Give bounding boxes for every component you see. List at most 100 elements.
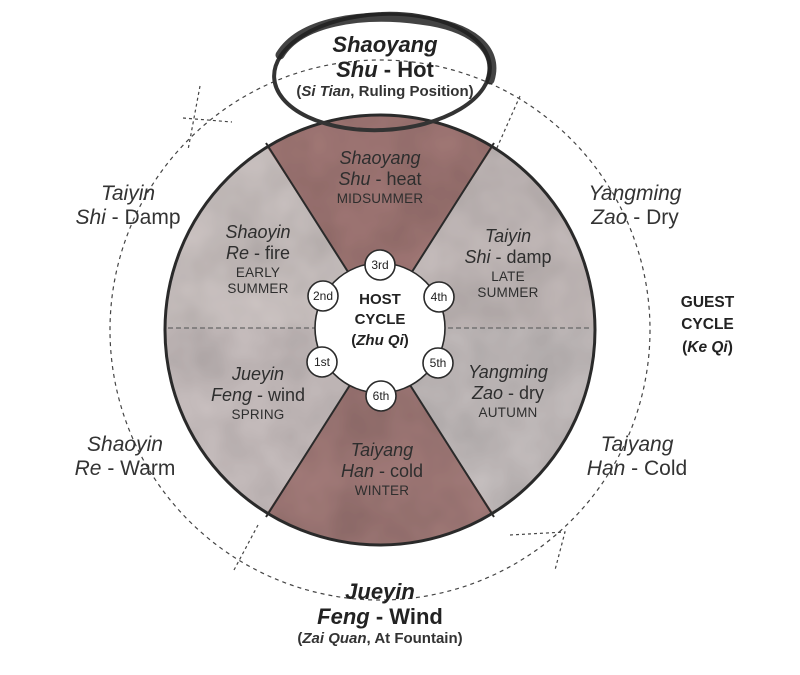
host-cycle-line1: HOST — [359, 291, 401, 308]
seg-ur-season-l1: LATE — [491, 269, 525, 285]
seg-lr-season: AUTUMN — [478, 405, 538, 421]
outer-bottom-qi: Feng — [317, 603, 370, 629]
outer-ur-qi: Zao — [591, 205, 628, 229]
seg-lr-name: Yangming — [468, 362, 548, 382]
ordinal-badge-2nd: 2nd — [308, 281, 338, 311]
divider-bottom-right — [409, 384, 495, 518]
outer-bottom-sub-italic: Zai Quan — [302, 630, 367, 648]
seg-ul-qi: Re — [225, 242, 249, 263]
ordinal-circle-6th — [365, 380, 397, 412]
outer-ur-sep: - — [627, 205, 647, 229]
seg-ll-sep: - — [252, 384, 268, 405]
ordinal-4th: 4th — [430, 290, 448, 304]
outer-top-quality: Hot — [397, 56, 434, 82]
outer-top-sub-rest: , Ruling Position — [350, 83, 469, 101]
seg-bottom-qi: Han — [340, 460, 374, 481]
outer-ul-sep: - — [105, 205, 125, 229]
outer-lr-qi: Han — [586, 456, 626, 480]
seg-lr-quality: dry — [519, 382, 545, 403]
arrow-upper-right-icon — [495, 95, 521, 151]
ordinal-5th: 5th — [429, 356, 447, 370]
ordinal-badge-6th: 6th — [366, 381, 396, 411]
ordinal-badge-3rd: 3rd — [365, 250, 395, 280]
ordinal-circle-4th — [423, 281, 455, 313]
ordinal-3rd: 3rd — [371, 258, 389, 272]
outer-ll-quality: Warm — [120, 456, 176, 480]
outer-top-name: Shaoyang — [332, 32, 438, 57]
guest-cycle-label: GUEST CYCLE (Ke Qi) — [660, 292, 755, 359]
divider-bottom-left — [265, 384, 351, 518]
outer-bottom-sep: - — [369, 603, 390, 629]
outer-bottom-name: Jueyin — [345, 579, 415, 604]
host-cycle-line2: CYCLE — [354, 311, 406, 329]
seg-ul-season-l2: SUMMER — [227, 280, 289, 296]
outer-lr-quality: Cold — [644, 456, 688, 480]
outer-ul-name: Taiyin — [100, 182, 156, 205]
guest-paren-close: ) — [727, 338, 733, 356]
ordinal-circle-2nd — [307, 280, 339, 312]
outer-ul-qi: Shi — [75, 205, 106, 229]
seg-ur-qi: Shi — [464, 246, 491, 267]
seg-ul-sep: - — [249, 242, 265, 263]
ordinal-6th: 6th — [372, 389, 390, 403]
ordinal-circle-3rd — [364, 249, 396, 281]
seg-top-name: Shaoyang — [339, 148, 421, 168]
outer-label-top: Shaoyang Shu - Hot (Si Tian, Ruling Posi… — [296, 32, 474, 101]
guest-cycle-italic: Ke Qi — [687, 338, 728, 356]
seg-ur-name: Taiyin — [484, 226, 532, 246]
outer-ur-quality: Dry — [646, 205, 679, 229]
seg-ll-season: SPRING — [231, 407, 285, 423]
seg-lr-sep: - — [503, 382, 519, 403]
segment-label-top: Shaoyang Shu - heat MIDSUMMER — [310, 148, 450, 207]
seg-top-sep: - — [370, 168, 387, 189]
segment-label-lower-left: Jueyin Feng - wind SPRING — [188, 364, 328, 423]
arrow-lower-right-icon — [509, 531, 566, 571]
outer-lr-name: Taiyang — [600, 433, 674, 456]
seg-ur-sep: - — [490, 246, 507, 267]
seg-top-season: MIDSUMMER — [336, 191, 424, 207]
ordinal-badge-1st: 1st — [307, 347, 337, 377]
seg-ll-name: Jueyin — [231, 364, 285, 384]
seg-ur-season-l2: SUMMER — [477, 284, 539, 300]
outer-label-upper-right: Yangming Zao - Dry — [565, 182, 705, 229]
guest-cycle-line2: CYCLE — [681, 316, 734, 334]
arrow-upper-left-icon — [182, 85, 233, 151]
host-paren-close: ) — [403, 331, 409, 349]
ordinal-circle-5th — [422, 347, 454, 379]
divider-top-left — [265, 142, 351, 276]
segment-label-bottom: Taiyang Han - cold WINTER — [312, 440, 452, 499]
host-cycle-italic: Zhu Qi — [356, 331, 404, 349]
outer-label-upper-left: Taiyin Shi - Damp — [58, 182, 198, 229]
wedge-top — [210, 115, 550, 275]
outer-ll-name: Shaoyin — [87, 433, 163, 456]
seg-ul-quality: fire — [265, 242, 291, 263]
guest-paren-open: ( — [682, 338, 688, 356]
guest-cycle-ring — [109, 59, 651, 601]
outer-ul-quality: Damp — [124, 205, 181, 229]
divider-top-right — [409, 142, 495, 276]
guest-cycle-line1: GUEST — [680, 294, 735, 311]
arrow-lower-left-icon — [233, 524, 259, 571]
outer-label-lower-left: Shaoyin Re - Warm — [55, 433, 195, 480]
segment-label-lower-right: Yangming Zao - dry AUTUMN — [438, 362, 578, 421]
seg-ul-name: Shaoyin — [225, 222, 291, 242]
outer-top-qi: Shu — [336, 56, 378, 82]
wedge-bottom — [210, 385, 550, 545]
outer-top-sub-italic: Si Tian — [301, 83, 351, 101]
seg-top-quality: heat — [386, 168, 422, 189]
outer-label-lower-right: Taiyang Han - Cold — [567, 433, 707, 480]
host-paren-open: ( — [351, 331, 357, 349]
seg-ll-qi: Feng — [210, 384, 252, 405]
outer-bottom-quality: Wind — [389, 603, 443, 629]
seg-bottom-quality: cold — [390, 460, 424, 481]
segment-label-upper-left: Shaoyin Re - fire EARLY SUMMER — [188, 222, 328, 296]
seg-ll-quality: wind — [268, 384, 306, 405]
outer-top-sep: - — [377, 56, 398, 82]
ordinal-2nd: 2nd — [312, 289, 334, 303]
outer-ll-qi: Re — [74, 456, 102, 480]
outer-bottom-sub-rest: , At Fountain — [366, 630, 458, 648]
ordinal-1st: 1st — [313, 355, 330, 369]
outer-lr-sep: - — [625, 456, 644, 480]
seg-lr-qi: Zao — [471, 382, 503, 403]
